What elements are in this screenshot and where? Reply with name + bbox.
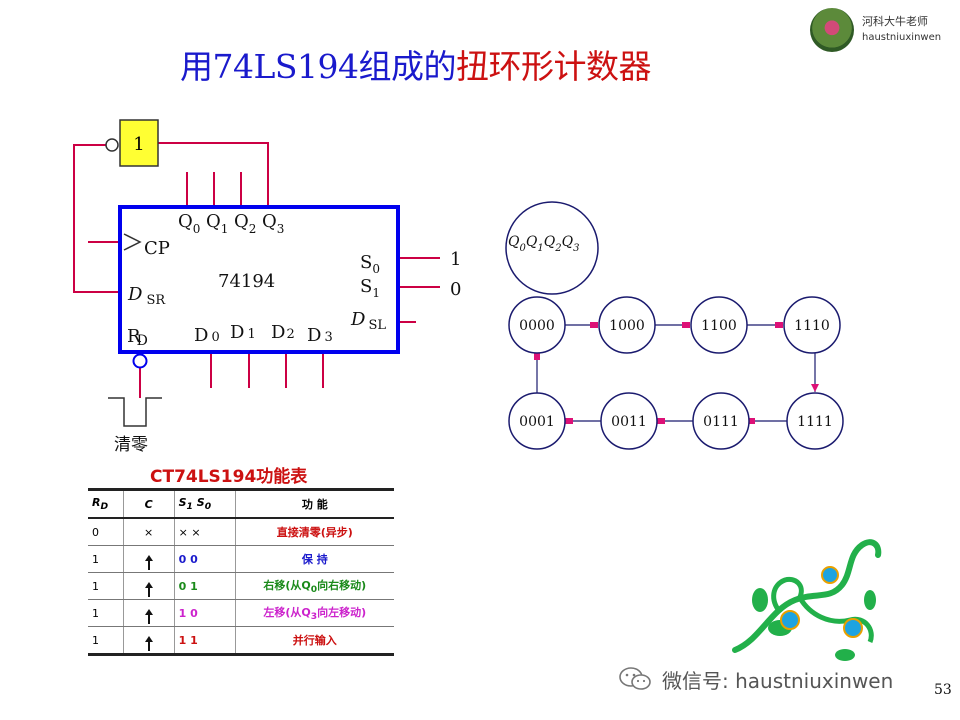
cell-s: 0 1	[174, 572, 236, 600]
cell-rd: 1	[88, 545, 124, 573]
pin-q0: Q0	[178, 211, 200, 236]
state-label: 0111	[703, 414, 739, 430]
func-table: RD C S1 S0 功 能 0 × × × 直接清零(异步) 1 0 0 保 …	[88, 488, 394, 656]
inverter-bubble	[105, 138, 119, 152]
header-func: 功 能	[235, 488, 394, 519]
clock-triangle	[123, 233, 142, 251]
inverter-label: 1	[133, 134, 144, 155]
state-label: 1111	[797, 414, 833, 430]
table-row: 1 1 1 并行输入	[88, 626, 394, 656]
s0-value: 1	[450, 249, 461, 270]
state-node	[600, 392, 658, 450]
cell-c	[122, 599, 175, 627]
cell-func: 左移(从Q3向左移动)	[235, 599, 394, 627]
table-row: 1 0 1 右移(从Q0向右移动)	[88, 572, 394, 600]
func-table-caption: CT74LS194功能表	[150, 467, 308, 487]
title-highlight: 扭环形计数器	[456, 47, 652, 86]
q3-feedback-wire	[158, 142, 269, 207]
header-c: C	[122, 488, 175, 519]
state-links	[536, 324, 816, 422]
wires	[73, 142, 440, 398]
page-number: 53	[934, 682, 952, 698]
rising-edge-icon	[144, 608, 153, 624]
s1-value: 0	[450, 279, 461, 300]
cell-s: 1 1	[174, 626, 236, 656]
cell-c	[122, 545, 175, 573]
state-arrows	[534, 322, 819, 424]
table-row: 0 × × × 直接清零(异步)	[88, 518, 394, 546]
pin-q2: Q2	[234, 211, 256, 236]
cell-c	[122, 626, 175, 656]
state-label: 0001	[519, 414, 555, 430]
brand-badge: 河科大牛老师 haustniuxinwen	[810, 8, 942, 52]
state-label: 0011	[611, 414, 647, 430]
header-s: S1 S0	[174, 488, 236, 519]
pin-rd: RD	[127, 326, 148, 349]
wechat-id: 微信号: haustniuxinwen	[662, 669, 894, 693]
pin-d2: D2	[271, 322, 295, 343]
pin-q3: Q3	[262, 211, 284, 236]
brand-handle: haustniuxinwen	[862, 32, 942, 43]
wechat-icon	[619, 667, 651, 690]
state-legend-circle	[505, 201, 599, 295]
state-node	[598, 296, 656, 354]
floral-ornament-icon	[732, 539, 882, 661]
cell-func: 直接清零(异步)	[235, 518, 394, 546]
cell-s: × ×	[174, 518, 236, 546]
state-node	[690, 296, 748, 354]
cell-rd: 1	[88, 572, 124, 600]
state-node	[783, 296, 841, 354]
state-nodes: 0000 1000 1100 1110 1111 0111 0011 0001	[508, 296, 844, 450]
state-label: 1000	[609, 318, 645, 334]
state-label: 1110	[794, 318, 830, 334]
cell-rd: 0	[88, 518, 124, 546]
state-node	[786, 392, 844, 450]
cell-s: 1 0	[174, 599, 236, 627]
state-node	[508, 392, 566, 450]
cell-rd: 1	[88, 626, 124, 656]
brand-logo-icon	[810, 8, 854, 52]
inverter-gate	[119, 119, 159, 167]
state-label: 0000	[519, 318, 555, 334]
title-main: 用74LS194组成的	[180, 47, 457, 86]
rising-edge-icon	[144, 635, 153, 651]
cell-func: 右移(从Q0向右移动)	[235, 572, 394, 600]
chip-74194	[118, 205, 400, 354]
state-diagram: Q0Q1Q2Q3 0000 1000 110	[505, 201, 844, 450]
rising-edge-icon	[144, 581, 153, 597]
cell-func: 并行输入	[235, 626, 394, 656]
chip-name: 74194	[218, 271, 275, 292]
pin-s1: S1	[360, 276, 380, 300]
brand-name: 河科大牛老师	[862, 15, 928, 28]
pin-q1: Q1	[206, 211, 228, 236]
cell-s: 0 0	[174, 545, 236, 573]
table-header-row: RD C S1 S0 功 能	[88, 488, 394, 519]
clear-label: 清零	[114, 435, 148, 455]
pin-s0: S0	[360, 252, 380, 276]
state-node	[508, 296, 566, 354]
slide-title: 用74LS194组成的扭环形计数器	[180, 40, 652, 88]
table-row: 1 1 0 左移(从Q3向左移动)	[88, 599, 394, 627]
pin-cp: CP	[144, 238, 170, 259]
cell-func: 保 持	[235, 545, 394, 573]
cell-rd: 1	[88, 599, 124, 627]
state-node	[692, 392, 750, 450]
cell-c: ×	[122, 518, 175, 546]
clear-pulse-shape	[108, 397, 162, 427]
header-rd: RD	[88, 488, 124, 519]
rising-edge-icon	[144, 554, 153, 570]
state-label: 1100	[701, 318, 737, 334]
table-row: 1 0 0 保 持	[88, 545, 394, 573]
cell-c	[122, 572, 175, 600]
rd-bubble	[132, 353, 148, 369]
feedback-wire	[73, 144, 120, 293]
state-legend: Q0Q1Q2Q3	[508, 234, 579, 254]
